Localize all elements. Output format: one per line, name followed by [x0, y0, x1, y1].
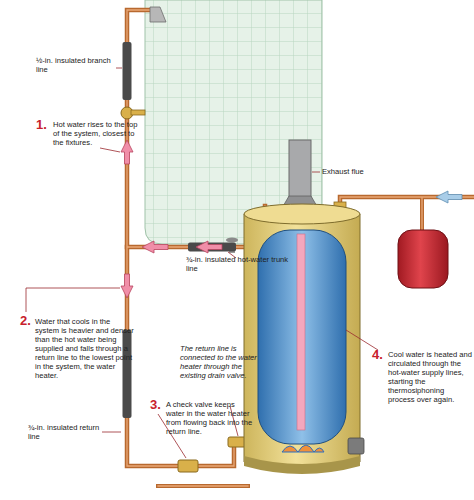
heater-top: [244, 204, 360, 224]
flow-arrow: [142, 241, 168, 253]
flow-arrows: [121, 140, 462, 298]
leader-line: [26, 288, 120, 312]
valve-handle: [131, 110, 145, 115]
note-text: The return line is connected to the wate…: [180, 345, 264, 381]
leader-line: [346, 330, 378, 350]
leader-line: [116, 68, 122, 69]
pipe-insulation: [123, 42, 132, 100]
callout-number: 4.: [372, 348, 390, 361]
part-label: Exhaust flue: [322, 168, 392, 177]
flow-arrow: [436, 191, 462, 203]
dip-tube: [297, 234, 305, 430]
pipe-highlight: [127, 10, 474, 486]
expansion-tank: [398, 230, 448, 288]
copper-pipe: [127, 10, 234, 466]
leader-line: [100, 148, 120, 152]
pipe-insulation: [123, 330, 132, 418]
callout-text: Cool water is heated and circulated thro…: [388, 351, 472, 405]
callout-text: Hot water rises to the top of the system…: [53, 121, 141, 148]
heater-body: [244, 214, 360, 470]
part-label: ½-in. insulated branch line: [36, 57, 116, 75]
exhaust-flue: [289, 140, 311, 202]
heater-base: [244, 456, 360, 474]
callout-text: Water that cools in the system is heavie…: [35, 318, 135, 381]
part-label: ¾-in. insulated return line: [28, 424, 102, 442]
leader-lines: [26, 68, 378, 458]
part-label: ¾-in. insulated hot-water trunk line: [186, 256, 290, 274]
shower-drain: [226, 238, 238, 243]
flow-arrow: [196, 241, 222, 253]
water-heater: [244, 140, 364, 474]
leader-line: [102, 432, 121, 433]
flow-arrow: [121, 274, 133, 298]
flow-arrow: [121, 140, 133, 164]
fixtures: [121, 7, 346, 472]
check-valve: [178, 460, 198, 472]
shower-head: [150, 7, 166, 22]
expansion-tank-body: [398, 230, 448, 288]
burner-flame: [282, 445, 324, 452]
gas-control: [348, 438, 364, 454]
leader-line: [312, 172, 320, 173]
callout-number: 1.: [36, 118, 54, 131]
pipes: [127, 10, 474, 486]
callout-text: A check valve keeps water in the water h…: [166, 401, 254, 437]
callout-number: 3.: [150, 398, 168, 411]
